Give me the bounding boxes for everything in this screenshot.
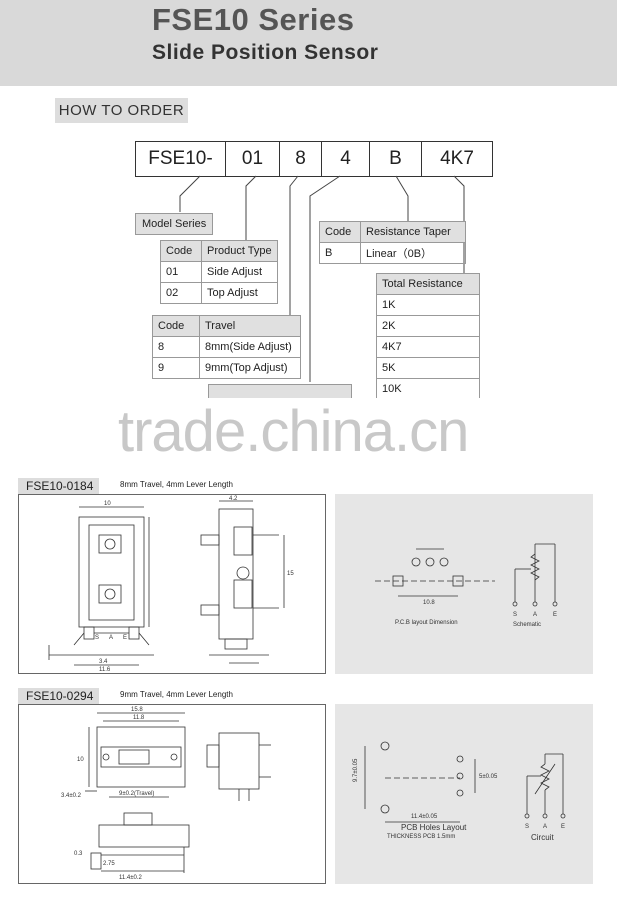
order-code-product-type: 01 — [226, 142, 280, 176]
dim-label: 0.3 — [74, 851, 83, 857]
dim-label: 3.4±0.2 — [61, 793, 82, 799]
table-row: 5K — [376, 357, 480, 379]
section1-pcb-panel: 10.8 S A E P.C.B layout Dimension Schema… — [335, 494, 593, 674]
total-resistance-table: Total Resistance 1K 2K 4K7 5K 10K — [376, 273, 480, 400]
dim-label: 15.8 — [131, 707, 143, 713]
model-series-label: Model Series — [135, 213, 214, 235]
table-cell: 8 — [152, 336, 200, 358]
section1-pcb-schematic: 10.8 S A E P.C.B layout Dimension Schema… — [375, 543, 558, 628]
dim-label: 3.4 — [99, 659, 108, 665]
order-code-taper: B — [370, 142, 422, 176]
pin-label-e: E — [561, 824, 565, 830]
dim-label: 10.8 — [423, 600, 435, 606]
order-code-resistance: 4K7 — [440, 148, 474, 169]
table-row: 10K — [376, 378, 480, 400]
table-cell: 10K — [376, 378, 480, 400]
section2-tab: FSE10-0294 — [18, 688, 100, 704]
dim-label: 11.6 — [99, 667, 111, 673]
table-header: Code — [152, 315, 200, 337]
table-cell: 02 — [160, 282, 202, 304]
section1-mechanical-drawing: 10 4.2 15 3.4 11.6 S A E — [48, 496, 294, 673]
dim-label: 10 — [77, 757, 84, 763]
table-cell: Linear（0B） — [360, 242, 466, 264]
table-cell: 2K — [376, 315, 480, 337]
schematic-label: Schematic — [513, 622, 541, 628]
table-cell: Top Adjust — [201, 282, 278, 304]
table-header: Code — [160, 240, 202, 262]
dim-label: 11.4±0.2 — [119, 875, 143, 881]
table-header: Product Type — [201, 240, 278, 262]
dim-label: 9±0.2(Travel) — [119, 791, 154, 797]
table-header: Travel — [199, 315, 301, 337]
table-row: 2K — [376, 315, 480, 337]
table-cell: 1K — [376, 294, 480, 316]
pin-label-a: A — [533, 612, 537, 618]
pcb-layout-label: P.C.B layout Dimension — [395, 620, 458, 626]
table-row: 1K — [376, 294, 480, 316]
pin-label-s: S — [525, 824, 529, 830]
order-code-lever: 4 — [322, 142, 370, 176]
table-cell: 9 — [152, 357, 200, 379]
order-code-travel: 8 — [280, 142, 322, 176]
pin-label-a: A — [109, 635, 113, 641]
pin-label-s: S — [95, 635, 99, 641]
order-code-model: FSE10- — [136, 142, 226, 176]
watermark-band — [0, 398, 617, 466]
table-header: Resistance Taper — [360, 221, 466, 243]
dim-label: 9.7±0.05 — [353, 758, 359, 782]
table-header: Code — [319, 221, 361, 243]
order-code: FSE10- 01 8 4 B 4K7 — [135, 141, 493, 177]
page-subtitle: Slide Position Sensor — [152, 41, 379, 64]
section2-note: 9mm Travel, 4mm Lever Length — [120, 690, 233, 699]
section2-mechanical-drawing: 15.8 11.8 10 9±0.2(Travel) 3.4±0.2 11.4±… — [61, 707, 271, 881]
dim-label: 5±0.05 — [479, 774, 498, 780]
table-cell: 5K — [376, 357, 480, 379]
table-cell: 8mm(Side Adjust) — [199, 336, 301, 358]
how-to-order-heading: HOW TO ORDER — [55, 98, 188, 123]
dim-label: 11.4±0.05 — [411, 814, 438, 820]
table-row: 4K7 — [376, 336, 480, 358]
page-title: FSE10 Series — [152, 2, 355, 37]
circuit-label: Circuit — [531, 833, 554, 842]
table-cell: 4K7 — [376, 336, 480, 358]
dim-label: 4.2 — [229, 496, 238, 502]
pin-label-e: E — [553, 612, 557, 618]
section2-drawing-panel: 15.8 11.8 10 9±0.2(Travel) 3.4±0.2 11.4±… — [18, 704, 326, 884]
dim-label: 2.75 — [103, 861, 115, 867]
section2-pcb-circuit: 9.7±0.05 11.4±0.05 5±0.05 PCB Holes Layo… — [353, 741, 566, 842]
section1-drawing-panel: 10 4.2 15 3.4 11.6 S A E — [18, 494, 326, 674]
pin-label-e: E — [123, 635, 127, 641]
section1-note: 8mm Travel, 4mm Lever Length — [120, 480, 233, 489]
table-cell: 01 — [160, 261, 202, 283]
dim-label: 10 — [104, 501, 111, 507]
header-banner: FSE10 Series Slide Position Sensor — [0, 0, 617, 86]
section2-pcb-panel: 9.7±0.05 11.4±0.05 5±0.05 PCB Holes Layo… — [335, 704, 593, 884]
table-cell: B — [319, 242, 361, 264]
pcb-thickness-label: THICKNESS PCB 1.5mm — [387, 834, 455, 840]
pin-label-a: A — [543, 824, 547, 830]
section1-tab: FSE10-0184 — [18, 478, 100, 494]
dim-label: 15 — [287, 571, 294, 577]
table-cell: Side Adjust — [201, 261, 278, 283]
table-cell: 9mm(Top Adjust) — [199, 357, 301, 379]
pin-label-s: S — [513, 612, 517, 618]
watermark: trade.china.cn — [118, 399, 469, 464]
pcb-holes-label: PCB Holes Layout — [401, 823, 467, 832]
table-header: Total Resistance — [376, 273, 480, 295]
dim-label: 11.8 — [133, 715, 145, 721]
